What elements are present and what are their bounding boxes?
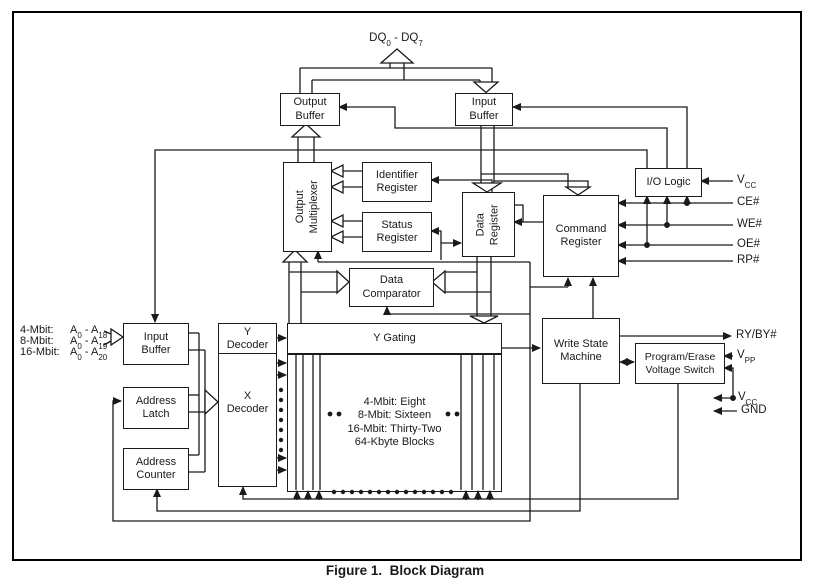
address-range-4mbit: 4-Mbit:A0 - A18 xyxy=(20,324,108,341)
command-register-block: Command Register xyxy=(543,195,619,277)
output-buffer-label: Output Buffer xyxy=(293,96,327,122)
status-register-block: Status Register xyxy=(362,212,432,252)
program-erase-voltage-switch-label: Program/Erase Voltage Switch xyxy=(644,350,716,376)
output-multiplexer-label: Output Multiplexer xyxy=(293,180,320,234)
address-counter-label: Address Counter xyxy=(135,455,177,481)
vpp-pin-label: VPP xyxy=(737,349,756,366)
input-buffer-address-label: Input Buffer xyxy=(141,330,171,356)
input-buffer-data-label: Input Buffer xyxy=(469,96,499,122)
command-register-label: Command Register xyxy=(555,222,607,248)
decoder-block: Y Decoder X Decoder xyxy=(218,323,277,487)
y-decoder-label: Y Decoder xyxy=(226,326,269,352)
identifier-register-label: Identifier Register xyxy=(375,168,419,194)
x-decoder-label: X Decoder xyxy=(226,390,269,416)
input-buffer-data-block: Input Buffer xyxy=(455,93,513,126)
address-latch-block: Address Latch xyxy=(123,387,189,429)
decoder-divider xyxy=(219,353,276,354)
memory-array-block: 4-Mbit: Eight 8-Mbit: Sixteen 16-Mbit: T… xyxy=(287,353,502,492)
figure-caption: Figure 1. Block Diagram xyxy=(325,563,485,578)
diagram-border xyxy=(12,11,802,561)
rp-pin-label: RP# xyxy=(737,254,760,266)
dq-bus-label: DQ0 - DQ7 xyxy=(369,32,423,49)
oe-pin-label: OE# xyxy=(737,238,761,250)
address-latch-label: Address Latch xyxy=(135,394,177,420)
address-range-16mbit: 16-Mbit:A0 - A20 xyxy=(20,346,108,363)
ryby-pin-label: RY/BY# xyxy=(736,329,777,341)
y-gating-block: Y Gating xyxy=(287,323,502,355)
io-logic-block: I/O Logic xyxy=(635,168,702,197)
gnd-pin-label: GND xyxy=(741,404,767,416)
data-comparator-label: Data Comparator xyxy=(362,274,421,300)
write-state-machine-label: Write State Machine xyxy=(553,337,609,363)
memory-array-label: 4-Mbit: Eight 8-Mbit: Sixteen 16-Mbit: T… xyxy=(347,395,442,448)
we-pin-label: WE# xyxy=(737,218,762,230)
data-register-label: Data Register xyxy=(474,204,501,245)
output-multiplexer-block: Output Multiplexer xyxy=(283,162,332,252)
write-state-machine-block: Write State Machine xyxy=(542,318,620,384)
data-comparator-block: Data Comparator xyxy=(349,268,434,307)
identifier-register-block: Identifier Register xyxy=(362,162,432,202)
vcc-bottom-pin-label: VCC xyxy=(738,391,758,408)
address-range-8mbit: 8-Mbit:A0 - A19 xyxy=(20,335,108,352)
address-counter-block: Address Counter xyxy=(123,448,189,490)
status-register-label: Status Register xyxy=(376,218,418,244)
ce-pin-label: CE# xyxy=(737,196,760,208)
vcc-top-pin-label: VCC xyxy=(737,174,757,191)
input-buffer-address-block: Input Buffer xyxy=(123,323,189,365)
data-register-block: Data Register xyxy=(462,192,515,257)
io-logic-label: I/O Logic xyxy=(646,175,691,188)
output-buffer-block: Output Buffer xyxy=(280,93,340,126)
program-erase-voltage-switch-block: Program/Erase Voltage Switch xyxy=(635,343,725,384)
y-gating-label: Y Gating xyxy=(373,332,416,345)
